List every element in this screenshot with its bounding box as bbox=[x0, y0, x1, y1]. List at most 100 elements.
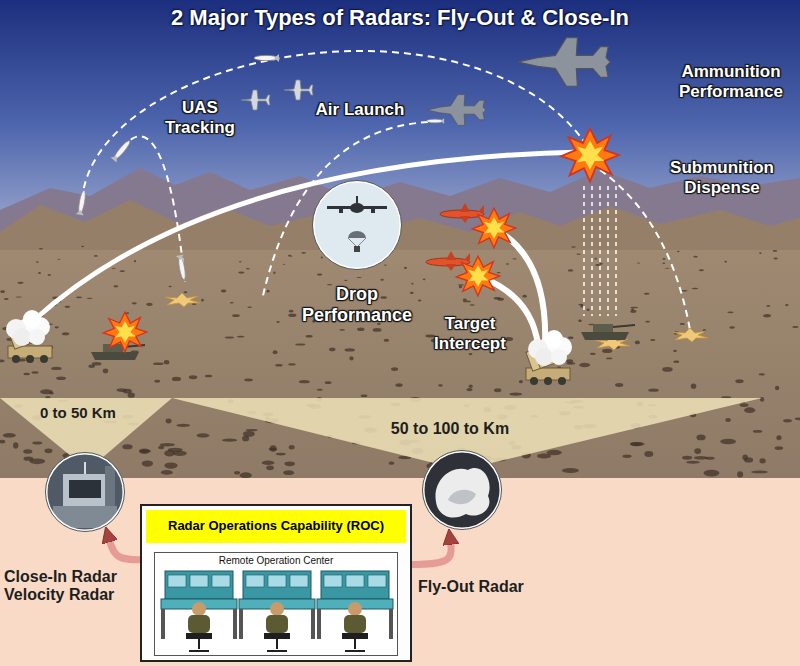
explosion bbox=[103, 312, 146, 352]
ground-speck bbox=[237, 336, 244, 338]
ground-speck bbox=[459, 286, 462, 289]
ground-vehicles bbox=[91, 344, 145, 360]
scene-label: 50 to 100 to Km bbox=[360, 420, 540, 438]
ground-speck bbox=[246, 268, 250, 269]
fly-out-radar-circle: Fly-Out Radar bbox=[422, 450, 502, 530]
ground-speck bbox=[238, 271, 244, 273]
roc-box: Radar Operations Capability (ROC)Remote … bbox=[140, 504, 412, 662]
ground-speck bbox=[32, 441, 42, 444]
ground-speck bbox=[391, 367, 398, 371]
ground-speck bbox=[740, 403, 749, 407]
ground-speck bbox=[673, 350, 677, 352]
munitions bbox=[76, 54, 444, 281]
ground-speck bbox=[587, 309, 590, 312]
trajectory-lines bbox=[591, 186, 593, 316]
ground-speck bbox=[720, 439, 736, 445]
ground-speck bbox=[463, 298, 467, 301]
operator-console bbox=[239, 609, 243, 639]
ground-speck bbox=[239, 261, 241, 263]
ground-speck bbox=[164, 450, 174, 456]
operator-console bbox=[266, 615, 288, 633]
ground-speck bbox=[3, 433, 16, 438]
ground-speck bbox=[783, 419, 792, 422]
trajectory-lines bbox=[262, 122, 428, 300]
ground-speck bbox=[273, 271, 275, 274]
ground-speck bbox=[92, 362, 102, 366]
operator-console bbox=[168, 575, 186, 587]
trajectory-lines bbox=[615, 186, 617, 316]
operator-console bbox=[346, 575, 364, 587]
ground-speck bbox=[282, 263, 285, 265]
ground-speck bbox=[23, 449, 32, 453]
ground-speck bbox=[153, 362, 164, 365]
ground-speck bbox=[13, 442, 18, 448]
operator-console bbox=[161, 571, 237, 651]
ground-speck bbox=[599, 263, 602, 265]
ground-speck bbox=[384, 264, 387, 265]
ground-speck bbox=[267, 290, 270, 293]
ground-speck bbox=[40, 389, 53, 394]
ground-speck bbox=[578, 320, 582, 323]
ground-speck bbox=[222, 438, 237, 441]
scene-label: Air Launch bbox=[310, 100, 410, 120]
ground-speck bbox=[663, 258, 666, 260]
ground-speck bbox=[380, 279, 383, 281]
ground-speck bbox=[759, 373, 765, 375]
ground-speck bbox=[321, 256, 323, 258]
ground-speck bbox=[680, 323, 685, 325]
ground-speck bbox=[519, 380, 523, 383]
console-picture bbox=[155, 553, 397, 655]
ground-speck bbox=[94, 255, 98, 257]
ground-speck bbox=[664, 267, 670, 269]
ground-speck bbox=[132, 302, 137, 304]
ground-speck bbox=[51, 367, 61, 370]
ground-speck bbox=[562, 468, 579, 473]
ground-speck bbox=[164, 462, 177, 468]
ground-speck bbox=[339, 329, 345, 331]
ground-speck bbox=[290, 255, 292, 257]
ground-speck bbox=[694, 448, 701, 454]
ground-speck bbox=[284, 461, 295, 466]
ground-speck bbox=[48, 274, 51, 276]
ground-speck bbox=[305, 335, 312, 337]
diagram-title: 2 Major Types of Radars: Fly-Out & Close… bbox=[0, 5, 800, 30]
ground-speck bbox=[576, 254, 580, 255]
aircraft bbox=[518, 38, 610, 86]
ground-speck bbox=[240, 472, 252, 478]
ground-speck bbox=[497, 298, 504, 301]
operator-console bbox=[348, 602, 362, 616]
smoke-cloud bbox=[6, 310, 50, 346]
ground-speck bbox=[637, 262, 640, 263]
ground-speck bbox=[288, 363, 295, 365]
aircraft bbox=[241, 38, 610, 271]
ground-impacts bbox=[165, 293, 200, 307]
ground-speck bbox=[139, 449, 150, 454]
trajectory-lines bbox=[600, 170, 690, 330]
ground-speck bbox=[571, 246, 576, 248]
ground-speck bbox=[630, 307, 638, 309]
ground-speck bbox=[225, 336, 234, 338]
munitions bbox=[254, 54, 279, 62]
ground-speck bbox=[289, 310, 293, 313]
ground-speck bbox=[56, 376, 66, 380]
operator-console bbox=[389, 609, 393, 639]
range-band bbox=[0, 398, 762, 470]
operator-console bbox=[344, 615, 366, 633]
ground-speck bbox=[696, 435, 705, 441]
operator-console bbox=[321, 571, 389, 599]
ground-speck bbox=[273, 350, 278, 354]
ground-speck bbox=[168, 286, 171, 288]
ground-speck bbox=[742, 454, 748, 460]
munitions bbox=[76, 189, 88, 215]
ground-speck bbox=[0, 360, 5, 363]
ground-speck bbox=[759, 458, 765, 463]
close-in-radar-circle-picture bbox=[63, 474, 107, 506]
ground-speck bbox=[753, 430, 763, 433]
ground-speck bbox=[39, 248, 43, 249]
ground-speck bbox=[693, 256, 697, 258]
ground-speck bbox=[86, 298, 92, 299]
operator-console bbox=[268, 575, 286, 587]
ground-speck bbox=[760, 397, 764, 402]
operator-console bbox=[246, 575, 264, 587]
ground-speck bbox=[142, 460, 153, 466]
